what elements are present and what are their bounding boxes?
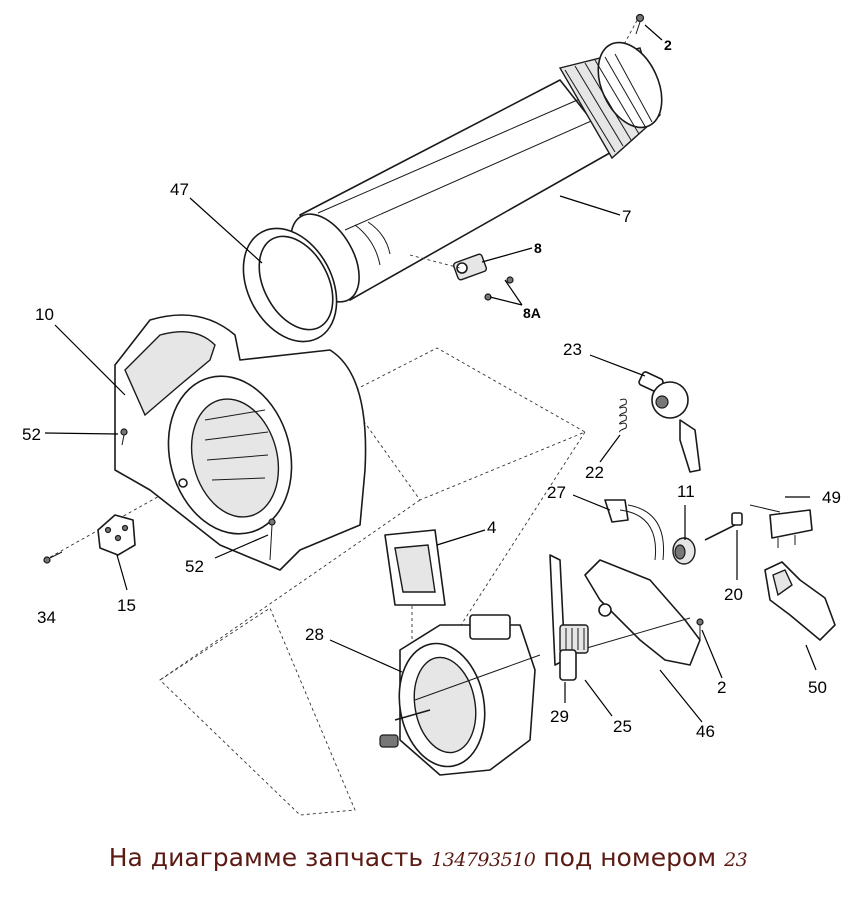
part-49-switch[interactable]: [749, 504, 813, 548]
part-10-fan-housing[interactable]: [114, 314, 367, 571]
part-27-clip[interactable]: [604, 499, 665, 561]
label-2-top: 2: [664, 37, 672, 53]
part-52-screw-bottom[interactable]: [268, 518, 276, 561]
part-2-screw-bottom[interactable]: [696, 618, 704, 640]
label-49: 49: [822, 488, 841, 507]
label-47: 47: [170, 180, 189, 199]
part-20-bolt[interactable]: [704, 512, 743, 541]
caption: На диаграмме запчасть 134793510 под номе…: [0, 843, 856, 872]
label-23: 23: [563, 340, 582, 359]
exploded-parts-diagram: 2 7 8 8A 47 10 52 52 34 15 4 28 23 22 27…: [22, 13, 841, 816]
label-2-bottom: 2: [717, 678, 726, 697]
label-4: 4: [487, 518, 496, 537]
part-52-screw-left[interactable]: [120, 428, 128, 446]
label-10: 10: [35, 305, 54, 324]
part-4-frame[interactable]: [384, 529, 446, 606]
label-34: 34: [37, 608, 56, 627]
label-46: 46: [696, 722, 715, 741]
label-28: 28: [305, 625, 324, 644]
label-29: 29: [550, 707, 569, 726]
part-8-sensor[interactable]: [409, 253, 514, 301]
caption-part-number: 23: [724, 849, 748, 871]
part-50-bracket[interactable]: [764, 561, 836, 641]
label-27: 27: [547, 483, 566, 502]
part-28-motor[interactable]: [379, 614, 541, 776]
label-15: 15: [117, 596, 136, 615]
part-34-screw[interactable]: [43, 551, 63, 564]
part-2-screw-top[interactable]: [635, 13, 645, 35]
part-22-spring[interactable]: [619, 398, 627, 433]
part-11-roller[interactable]: [672, 537, 696, 565]
caption-before: На диаграмме запчасть: [108, 843, 424, 872]
part-23-pulley-bracket[interactable]: [638, 371, 701, 473]
assembly-guide-upper: [344, 347, 587, 501]
label-8: 8: [534, 240, 542, 256]
label-8a: 8A: [523, 305, 541, 321]
part-29-spring-clamp[interactable]: [559, 624, 589, 681]
label-52-left: 52: [22, 425, 41, 444]
label-20: 20: [724, 585, 743, 604]
leader-lines: [44, 24, 817, 723]
assembly-guide-lower: [159, 607, 356, 816]
label-50: 50: [808, 678, 827, 697]
part-15-connector[interactable]: [97, 514, 136, 556]
part-7-nozzle: [558, 41, 663, 160]
label-52-bottom: 52: [185, 557, 204, 576]
label-22: 22: [585, 463, 604, 482]
assembly-guide-line: [159, 499, 421, 681]
label-11: 11: [677, 482, 695, 501]
label-25: 25: [613, 717, 632, 736]
caption-part-code: 134793510: [431, 849, 536, 871]
label-7: 7: [622, 207, 631, 226]
caption-middle: под номером: [543, 843, 717, 872]
part-47-ring-gasket[interactable]: [225, 212, 356, 357]
